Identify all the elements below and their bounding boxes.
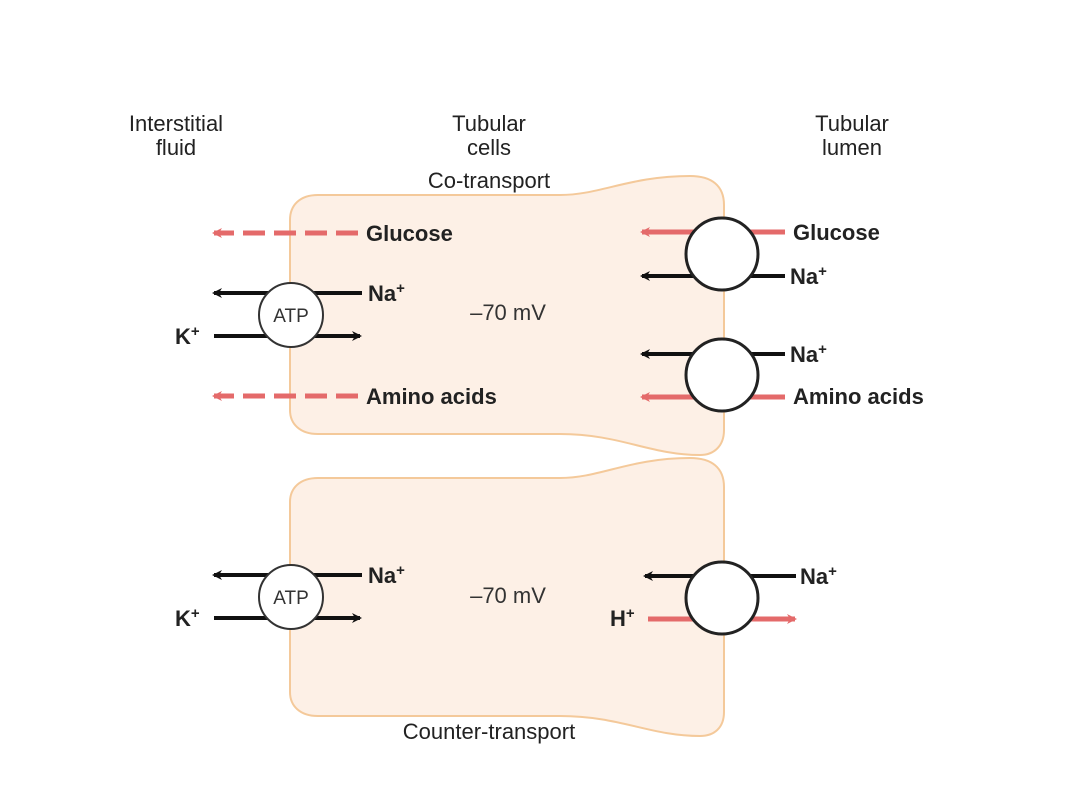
- bottom-cell: [289, 456, 725, 738]
- header-interstitial-line1: Interstitial: [129, 111, 223, 136]
- h-label: H+: [610, 605, 635, 631]
- atp-label-top: ATP: [273, 306, 309, 327]
- header-cells-line2: cells: [467, 135, 511, 160]
- k-label-top: K+: [175, 323, 200, 349]
- header-lumen-line2: lumen: [822, 135, 882, 160]
- na-label-luminal-antiporter: Na+: [800, 563, 837, 589]
- na-label-luminal-glucose: Na+: [790, 263, 827, 289]
- header-interstitial-line2: fluid: [156, 135, 196, 160]
- amino-acids-label-basolateral: Amino acids: [366, 384, 497, 409]
- amino-acids-label-luminal: Amino acids: [793, 384, 924, 409]
- amino-acid-symporter: [684, 337, 760, 413]
- section-title-countertransport: Counter-transport: [403, 719, 575, 744]
- na-label-luminal-amino: Na+: [790, 341, 827, 367]
- atp-pump-top: [258, 282, 324, 348]
- atp-label-bottom: ATP: [273, 588, 309, 609]
- atp-pump-bottom: [258, 564, 324, 630]
- glucose-label-basolateral: Glucose: [366, 221, 453, 246]
- section-title-cotransport: Co-transport: [428, 168, 550, 193]
- na-label-basolateral-top: Na+: [368, 280, 405, 306]
- membrane-potential-top: –70 mV: [470, 300, 546, 325]
- na-h-antiporter: [684, 560, 760, 636]
- header-lumen-line1: Tubular: [815, 111, 889, 136]
- top-cell: [289, 174, 725, 457]
- glucose-symporter: [684, 216, 760, 292]
- k-label-bottom: K+: [175, 605, 200, 631]
- glucose-label-luminal: Glucose: [793, 220, 880, 245]
- na-label-basolateral-bottom: Na+: [368, 562, 405, 588]
- header-cells-line1: Tubular: [452, 111, 526, 136]
- membrane-potential-bottom: –70 mV: [470, 583, 546, 608]
